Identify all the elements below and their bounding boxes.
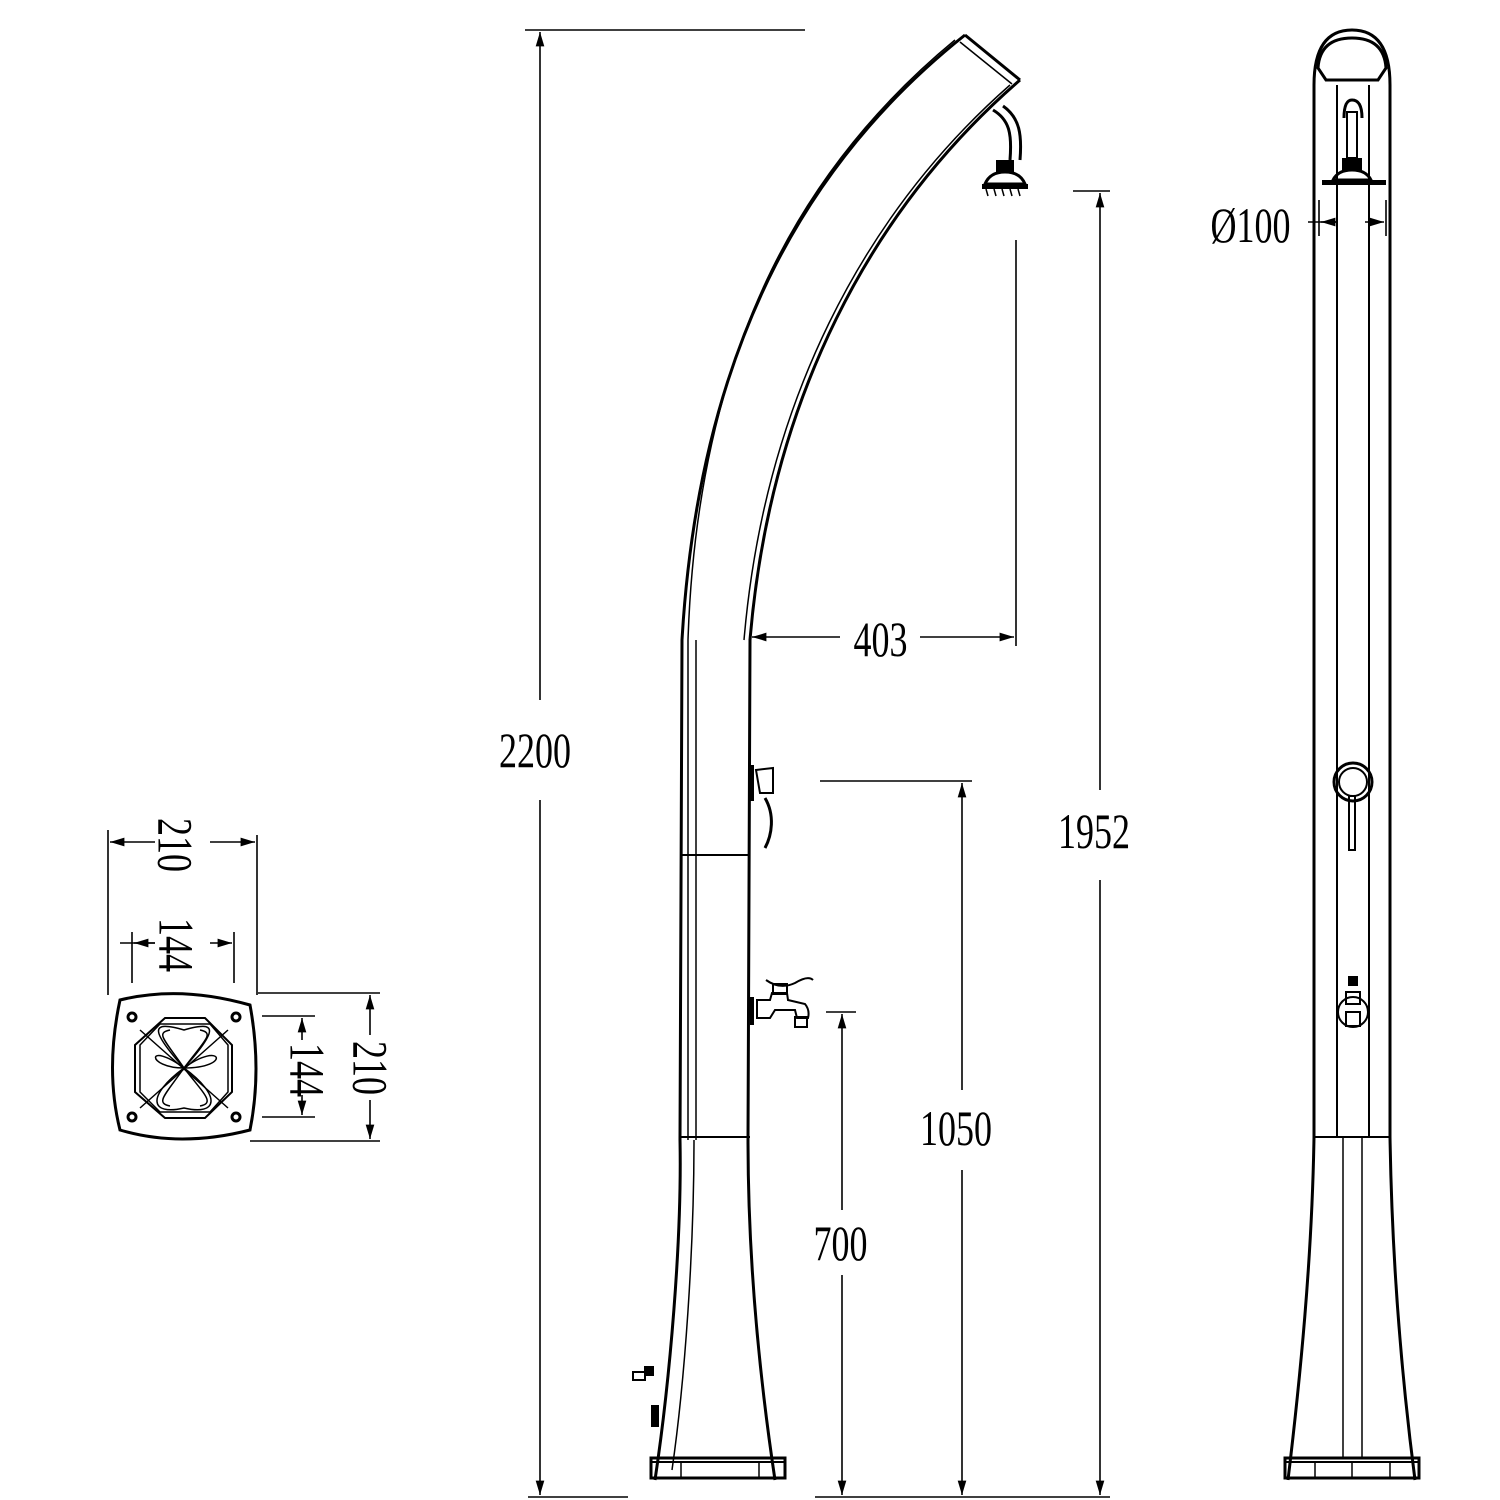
dim-shower-head-height: 1952 — [1058, 803, 1130, 859]
dim-head-reach: 403 — [853, 611, 908, 667]
dim-base-width-inner: 144 — [148, 918, 205, 972]
base-top-view — [107, 830, 380, 1142]
dim-mixer-height: 1050 — [920, 1100, 992, 1156]
dim-base-depth-inner: 144 — [279, 1043, 336, 1097]
dim-base-depth-outer: 210 — [342, 1041, 399, 1095]
dim-base-width-outer: 210 — [147, 818, 204, 872]
side-view — [632, 33, 1028, 1481]
side-dimensions — [525, 29, 1110, 1498]
dim-total-height: 2200 — [499, 722, 571, 778]
dim-tap-height: 700 — [813, 1215, 868, 1271]
dim-column-diameter: Ø100 — [1210, 197, 1291, 253]
front-view — [1283, 28, 1421, 1481]
